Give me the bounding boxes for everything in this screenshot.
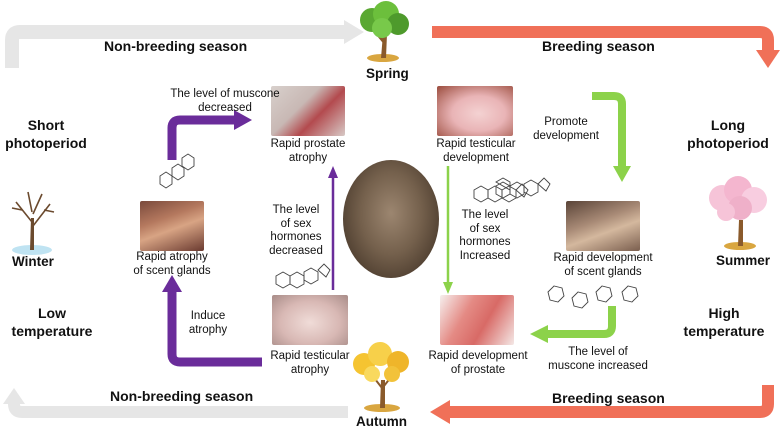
arrowhead-sex-hormones-decreased — [328, 166, 338, 178]
promote-development-label: Promote development — [533, 116, 599, 142]
season-autumn-label: Autumn — [356, 414, 407, 429]
muscone-increased-label: The level of muscone increased — [548, 346, 648, 372]
high-temperature-label: High temperature — [683, 305, 765, 340]
arrow-induce-atrophy — [167, 290, 262, 367]
winter-tree-icon — [11, 191, 55, 255]
beaver-photo — [343, 160, 439, 278]
testicular-atrophy-photo — [272, 295, 348, 345]
long-photoperiod-label: Long photoperiod — [687, 117, 769, 152]
scent-gland-development-label: Rapid development of scent glands — [553, 252, 653, 278]
arrow-muscone-increased — [546, 306, 616, 338]
arrow-promote-development — [592, 92, 626, 168]
cycle-arrow-top-right — [432, 26, 774, 50]
cycle-arrowhead-bottom-right — [430, 400, 450, 424]
steroid-molecule-icon — [495, 177, 551, 199]
arrowhead-induce-atrophy — [162, 275, 182, 292]
spring-tree-icon — [360, 1, 409, 62]
low-temperature-label: Low temperature — [11, 305, 93, 340]
autumn-tree-icon — [353, 342, 409, 412]
testicular-development-label: Rapid testicular development — [436, 138, 516, 164]
season-spring-label: Spring — [366, 66, 409, 81]
prostate-atrophy-label: Rapid prostate atrophy — [270, 138, 346, 164]
cycle-arrowhead-top-left — [344, 20, 364, 44]
steroid-molecule-icon — [473, 177, 529, 203]
band-label-bottom-left: Non-breeding season — [110, 388, 254, 404]
cycle-arrowhead-top-right — [756, 50, 780, 68]
arrowhead-muscone-decreased — [234, 110, 252, 130]
sex-hormones-decreased-label: The level of sex hormones decreased — [269, 204, 323, 257]
cycle-arrow-bottom-right — [448, 385, 774, 418]
cycle-arrow-top-left — [5, 25, 348, 68]
band-label-top-left: Non-breeding season — [104, 38, 248, 54]
cycle-arrowhead-bottom-left — [3, 388, 25, 404]
short-photoperiod-label: Short photoperiod — [5, 117, 87, 152]
sex-hormones-increased-label: The level of sex hormones Increased — [459, 209, 511, 262]
scent-gland-atrophy-photo — [140, 201, 204, 251]
prostate-atrophy-photo — [271, 86, 345, 136]
arrowhead-muscone-increased — [530, 325, 548, 343]
season-summer-label: Summer — [716, 253, 771, 268]
muscone-molecule-icon — [159, 153, 195, 189]
arrowhead-promote-development — [613, 166, 631, 182]
arrowhead-sex-hormones-increased — [443, 282, 453, 294]
season-winter-label: Winter — [12, 254, 54, 269]
summer-tree-icon — [709, 176, 767, 250]
steroid-molecule-icon — [275, 263, 331, 289]
band-label-bottom-right: Breeding season — [552, 390, 665, 406]
cycle-arrow-bottom-left — [8, 402, 348, 418]
muscone-decreased-label: The level of muscone decreased — [170, 88, 280, 114]
band-label-top-right: Breeding season — [542, 38, 655, 54]
scent-gland-atrophy-label: Rapid atrophy of scent glands — [133, 251, 211, 277]
prostate-development-photo — [440, 295, 514, 345]
muscone-molecule-icon — [547, 285, 639, 309]
testicular-atrophy-label: Rapid testicular atrophy — [270, 350, 350, 376]
prostate-development-label: Rapid development of prostate — [428, 350, 528, 376]
arrow-muscone-decreased — [167, 115, 236, 160]
induce-atrophy-label: Induce atrophy — [188, 310, 228, 336]
testicular-development-photo — [437, 86, 513, 136]
scent-gland-development-photo — [566, 201, 640, 251]
